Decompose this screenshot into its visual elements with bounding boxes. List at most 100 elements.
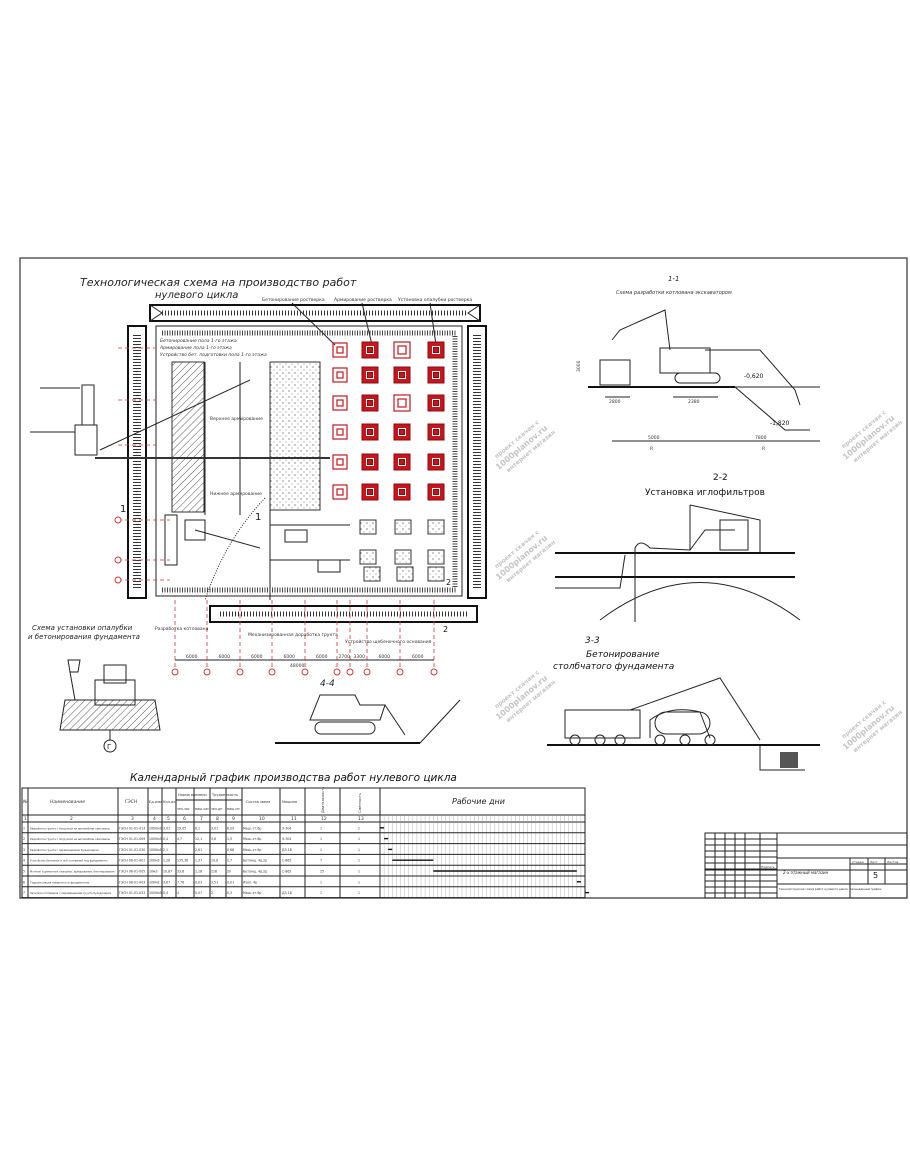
hdr-norm-a: чел-час	[177, 807, 190, 811]
tb-sheets-label: Листов	[887, 860, 898, 864]
grillage-square	[332, 395, 348, 411]
column-number: 9	[232, 816, 235, 822]
section-3-3: 3-3 Бетонирование столбчатого фундамента	[547, 636, 820, 771]
cell-gesn: ГЭСН 06-01-001	[119, 859, 145, 863]
axis-marker	[363, 668, 371, 676]
axis-dimension: 6000	[251, 654, 263, 660]
callout-prep-floor: Устройство бет. подготовки пола 1-го эта…	[160, 352, 267, 358]
section-mark-2-top: 2	[446, 578, 451, 587]
axis-dimension: 6000	[186, 654, 198, 660]
tb-stage-label: Стадия	[852, 860, 864, 864]
callout-mech-finishing: Механизированная доработка грунта	[248, 632, 338, 638]
cell-c6: 4,7	[177, 837, 182, 841]
callout-top-reinforcement: Верхнее армирование	[210, 416, 263, 422]
cell-c8: 2	[211, 891, 213, 895]
grillage-square	[361, 341, 379, 359]
cell-dur: 1	[320, 880, 322, 884]
axis-dimension: 6000	[316, 654, 328, 660]
cell-crew: Изол. 4р	[243, 880, 257, 884]
cell-n: 5	[23, 870, 25, 874]
grillage-square	[393, 394, 411, 412]
column-number: 6	[183, 816, 186, 822]
cell-c8: 218	[211, 870, 217, 874]
cell-sh: 1	[358, 870, 360, 874]
crane-track-bottom	[209, 605, 478, 623]
column-number: 11	[291, 816, 297, 822]
section-1-1-title: 1-1	[668, 275, 679, 283]
cell-gesn: ГЭСН 01-01-033	[119, 891, 145, 895]
hdr-shifts: Сменность	[358, 793, 362, 813]
cell-unit: 100м3	[149, 859, 160, 863]
hdr-unit: Ед.изм	[149, 800, 162, 804]
crane-track-right	[467, 325, 487, 599]
column-number: 4	[153, 816, 156, 822]
cell-c7: 2,61	[195, 848, 202, 852]
concrete-pump-truck-icon	[564, 709, 641, 739]
grillage-square	[393, 483, 411, 501]
cell-gesn: ГЭСН 01-01-013	[119, 826, 145, 830]
section-2-2-subtitle: Установка иглофильтров	[645, 488, 765, 498]
cell-sh: 1	[358, 891, 360, 895]
cell-crew: Маш.-ст.6р	[243, 848, 261, 852]
cell-gesn: ГЭСН 06-01-005	[119, 870, 145, 874]
grillage-square	[332, 484, 348, 500]
cell-c6: 29,05	[177, 826, 186, 830]
grillage-square	[361, 453, 379, 471]
crane-icon	[184, 519, 206, 541]
hdr-num: №	[22, 799, 28, 805]
hdr-name: Наименование	[50, 799, 85, 805]
cell-qty: 0,4	[163, 891, 168, 895]
formwork-title-line1: Схема установки опалубки	[32, 624, 133, 632]
hdr-machine: Машина	[282, 800, 297, 804]
tb-building: 2-х этажный магазин	[783, 870, 829, 875]
callout-formwork-grillage: Установка опалубки ростверка	[398, 297, 472, 303]
cell-name: Засыпка котлованов с перемещением грунта…	[30, 891, 111, 895]
pump-unit-icon	[719, 519, 749, 551]
crane-track-top	[149, 304, 481, 322]
axis-marker	[333, 668, 341, 676]
callout-gravel-base: Устройство щебеночного основания	[345, 638, 432, 645]
formwork-marker: Г	[107, 743, 111, 751]
grillage-square	[332, 342, 348, 358]
grillage-square	[427, 423, 445, 441]
dim-truck: 2800	[609, 399, 621, 405]
cell-c8: 3,01	[211, 826, 218, 830]
column-number: 12	[321, 816, 327, 822]
hdr-labor: Трудоемкость	[211, 793, 238, 797]
hdr-gesn: ГЭСН	[125, 799, 138, 805]
axis-dimension: 6000	[412, 654, 424, 660]
hdr-norm-b: маш-час	[195, 807, 209, 811]
column-number: 7	[200, 816, 203, 822]
cell-c6: 135,36	[177, 859, 188, 863]
title-block: Подпись Стадия Лист Листов 5 2-х этажный…	[704, 832, 908, 899]
cell-c9: 0,01	[227, 880, 234, 884]
axis-dimension: 3300	[354, 654, 366, 660]
hdr-norm: Норма времени	[178, 793, 207, 797]
axis-marker	[203, 668, 211, 676]
hdr-duration: Длительность	[321, 787, 325, 813]
cell-sh: 1	[358, 837, 360, 841]
cell-c9: 2,7	[227, 859, 232, 863]
cell-c9: 0,3	[227, 891, 232, 895]
axis-marker	[268, 668, 276, 676]
cell-mach: С-862	[282, 859, 291, 863]
gravel-pad	[359, 549, 377, 565]
cell-c7: 1,37	[195, 859, 202, 863]
grillage-square	[393, 423, 411, 441]
cell-gesn: ГЭСН 01-01-009	[119, 837, 145, 841]
callout-concreting-floor: Бетонирование пола 1-го этажа	[160, 338, 237, 344]
dump-truck-icon	[599, 359, 631, 386]
axis-marker	[114, 556, 122, 564]
column-number: 10	[259, 816, 265, 822]
cell-c9: 0,68	[227, 848, 234, 852]
gravel-pad	[427, 566, 445, 582]
cell-mach: Э-304	[282, 837, 291, 841]
cell-n: 6	[23, 880, 25, 884]
hdr-labor-a: чел-дн	[211, 807, 222, 811]
cell-n: 1	[23, 826, 25, 830]
